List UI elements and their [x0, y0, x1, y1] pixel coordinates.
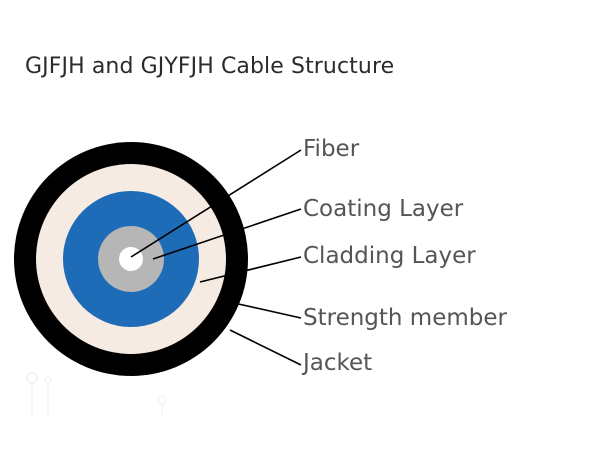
cladding-leader-line — [199, 256, 302, 283]
jacket-label: Jacket — [303, 350, 373, 376]
fiber-leader-line — [130, 149, 302, 258]
strength-member-label: Strength member — [303, 305, 507, 331]
strength-leader-line — [224, 300, 302, 319]
watermark-graphic — [26, 372, 167, 415]
cladding-layer-label: Cladding Layer — [303, 243, 476, 269]
page-title: GJFJH and GJYFJH Cable Structure — [25, 54, 395, 79]
coating-layer-label: Coating Layer — [303, 196, 464, 222]
coating-leader-line — [152, 208, 302, 260]
fiber-label: Fiber — [303, 136, 360, 162]
jacket-leader-line — [229, 329, 302, 366]
fiber-core — [119, 247, 143, 271]
